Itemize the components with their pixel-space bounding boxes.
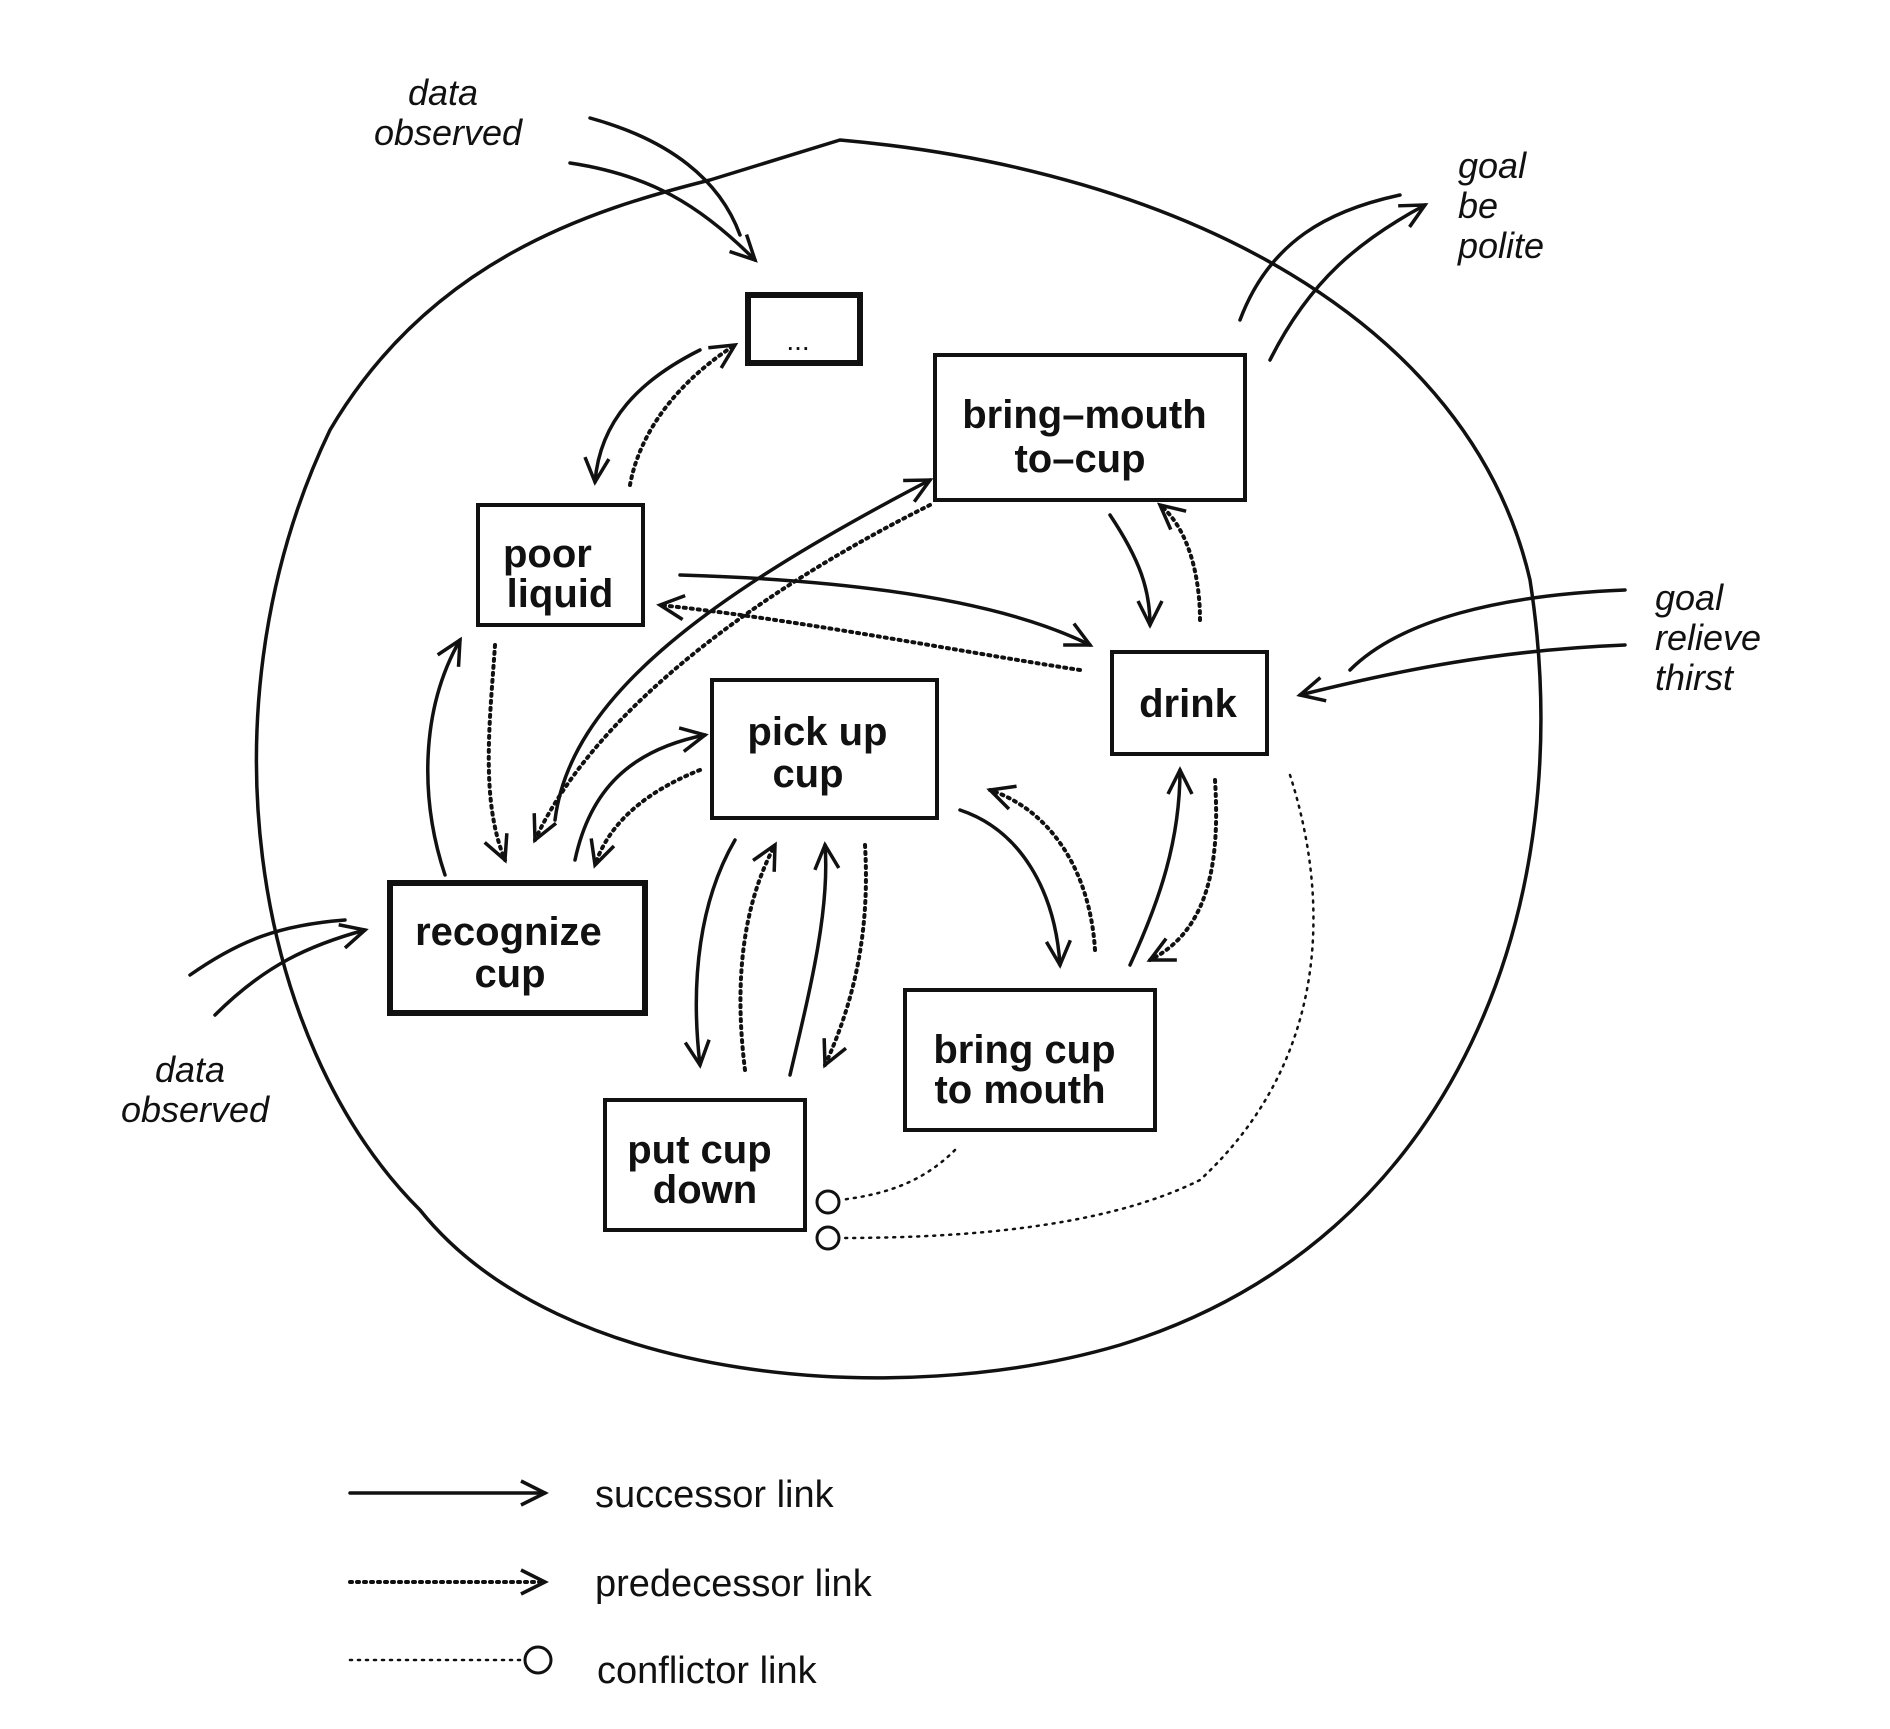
node-pick-up-cup: pick up cup <box>710 678 939 820</box>
svg-text:put cup down: put cup down <box>627 1128 783 1212</box>
node-bring-mouth-to-cup: bring–mouth to–cup <box>933 353 1247 502</box>
svg-text:goal relieve thirs: goal relieve thirst <box>1655 577 1771 698</box>
legend: successor link predecessor link conflict… <box>348 1474 873 1692</box>
legend-predecessor: predecessor link <box>348 1563 873 1605</box>
input-data-observed-left: data observed <box>121 918 369 1130</box>
legend-conflictor: conflictor link <box>348 1645 818 1692</box>
node-ellipsis: ... <box>745 292 863 366</box>
svg-text:...: ... <box>786 325 809 356</box>
node-recognize-cup: recognize cup <box>387 880 648 1016</box>
svg-text:pick up cup: pick up cup <box>747 710 898 796</box>
svg-text:data observed: data observed <box>374 72 523 153</box>
svg-text:recognize cup: recognize cup <box>415 910 613 996</box>
node-bring-cup-to-mouth: bring cup to mouth <box>903 988 1157 1132</box>
node-put-cup-down: put cup down <box>603 1098 807 1232</box>
input-goal-relieve-thirst: goal relieve thirst <box>1296 577 1771 703</box>
svg-text:bring cup to mouth: bring cup to mouth <box>933 1028 1126 1112</box>
svg-text:goal be polite: goal be polite <box>1457 145 1544 266</box>
svg-text:successor link: successor link <box>595 1474 835 1516</box>
node-drink: drink <box>1110 650 1269 756</box>
svg-text:poor liquid: poor liquid <box>503 532 613 616</box>
network-boundary <box>254 138 1543 1380</box>
svg-text:predecessor link: predecessor link <box>595 1563 873 1605</box>
input-goal-be-polite: goal be polite <box>1238 145 1544 362</box>
legend-successor: successor link <box>348 1474 835 1516</box>
svg-text:drink: drink <box>1139 682 1238 726</box>
node-poor-liquid: poor liquid <box>476 503 645 627</box>
svg-text:conflictor link: conflictor link <box>597 1650 818 1692</box>
svg-text:data observed: data observed <box>121 1049 270 1130</box>
input-data-observed-top: data observed <box>374 72 758 263</box>
svg-text:bring–mouth to–cup: bring–mouth to–cup <box>962 393 1218 481</box>
